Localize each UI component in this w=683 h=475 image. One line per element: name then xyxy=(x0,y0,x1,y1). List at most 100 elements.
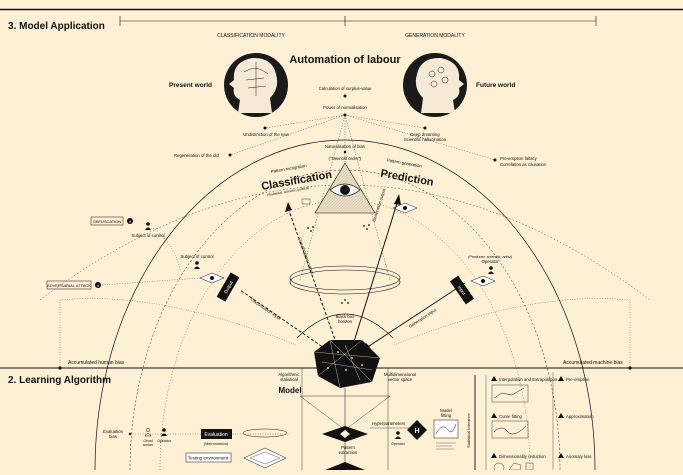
interpolation-label: Interpolation and Extrapolation xyxy=(499,377,558,382)
generation-modality-label: GENERATION MODALITY xyxy=(405,33,465,39)
normalisation-label: Power of normalisation xyxy=(323,105,367,110)
engineer-label: Operator xyxy=(391,442,406,446)
preemption-node xyxy=(493,158,497,162)
anomaly-label: Anomaly loss xyxy=(566,454,592,459)
naturalisation-label: Naturalisation of bias xyxy=(325,144,365,149)
testing-diamond-icon xyxy=(243,447,287,469)
dim-reduction-label: Dimensionality reduction xyxy=(499,454,546,459)
new-old-order-label: ("New old order") xyxy=(329,156,362,161)
output-box: Output xyxy=(216,272,240,302)
testing-environment-box xyxy=(185,452,232,463)
statistical-tolerance-label: Statistical tolerance xyxy=(466,413,471,448)
output-box-label: Output xyxy=(223,280,234,295)
prediction-title: Prediction xyxy=(379,168,434,189)
future-world-head-icon xyxy=(403,53,467,117)
adversarial-link xyxy=(101,277,201,286)
new-node xyxy=(263,126,267,130)
obfuscation-mark-icon xyxy=(127,218,133,224)
model-polyhedron-icon xyxy=(313,339,381,389)
model-fitting-chart-icon xyxy=(433,419,459,450)
machine-bias-label: Accumulated machine bias xyxy=(563,360,623,366)
dot-clusters xyxy=(307,224,370,304)
metronomics-label: (Metronomics) xyxy=(204,442,229,446)
input-box-label: Input xyxy=(457,285,467,297)
adversarial-attack-box xyxy=(46,280,92,290)
correlation-label: Correlation as causation xyxy=(500,162,547,167)
prediction-title-group: Pattern generation Prediction xyxy=(379,157,434,189)
subject-of-control-label-2: Subject of control xyxy=(180,254,213,259)
engineer-person-icon xyxy=(395,431,401,439)
small-frame-icon xyxy=(301,198,311,205)
obfuscation-mark: f xyxy=(129,219,131,224)
prediction-arrow xyxy=(351,194,401,349)
testing-environment-label: Testing environment xyxy=(188,456,229,461)
hallucination-label: Scientific hallucination xyxy=(404,137,447,142)
approximation-list-item: Approximation xyxy=(558,413,594,419)
learning-operator-icon xyxy=(161,428,167,436)
regeneration-node xyxy=(228,153,232,157)
subject-of-control-label-1: Subject of control xyxy=(131,233,164,238)
operator-person-icon xyxy=(488,266,494,274)
preemption-list-item: Pre-emption xyxy=(558,376,590,382)
classification-sub-label: (Statistical, semiotic, political) xyxy=(267,186,310,197)
right-loop-line xyxy=(393,298,631,368)
future-world-label: Future world xyxy=(476,82,515,89)
eye-lozenge-right-icon xyxy=(392,202,418,214)
machine-bias-node xyxy=(628,366,632,370)
evaluation-bias-label-1: Evaluation xyxy=(103,429,124,434)
prediction-pre-label: Pattern generation xyxy=(387,157,423,168)
human-bias-label: Accumulated human bias xyxy=(68,360,125,366)
pattern-label: Pattern xyxy=(341,445,355,450)
h-diamond-icon: H xyxy=(407,420,427,440)
evaluation-label: Evaluation xyxy=(204,432,228,438)
model-fitting-label-1: Model xyxy=(440,408,452,413)
adversarial-mark: f xyxy=(97,283,99,288)
anomaly-list-item: Anomaly loss xyxy=(558,453,592,459)
classification-input-label: Classification input xyxy=(249,297,282,322)
deep-dreaming-node xyxy=(423,126,427,130)
automation-title: Automation of labour xyxy=(289,54,401,66)
naturalisation-node xyxy=(343,150,347,154)
producer-label: (Producer, scientist, artist) xyxy=(468,255,513,259)
human-bias-node xyxy=(58,366,62,370)
operator-top-label: Operator xyxy=(482,259,500,264)
eye-lozenge-left-icon xyxy=(199,272,225,284)
extraction-label: extraction xyxy=(339,450,358,455)
vector-ellipses xyxy=(289,265,401,339)
classification-title-group: Pattern recognition Classification (Stat… xyxy=(260,163,333,197)
evaluation-bias-node xyxy=(128,432,132,436)
evaluation-box: Evaluation xyxy=(201,429,232,439)
curve-fitting-label: Curve fitting xyxy=(499,414,523,419)
h-mark: H xyxy=(414,428,419,435)
left-loop-line xyxy=(59,298,297,368)
dim-reduction-item: Dimensionality reduction xyxy=(491,453,546,474)
lower-diamond-icon xyxy=(325,462,365,470)
adversarial-mark-icon xyxy=(95,282,101,288)
surplus-value-label: Calculation of surplus-value xyxy=(319,86,372,91)
algorithmic-label: Algorithmic xyxy=(278,372,300,377)
ghost-label-1: Ghost xyxy=(143,439,152,443)
section-model-application: 3. Model Application xyxy=(8,21,105,32)
obfuscation-label: OBFUSCATION xyxy=(93,219,122,224)
statistical-label: statistical xyxy=(280,377,298,382)
operator-eye-lozenge-icon xyxy=(470,275,496,287)
funnel-upper xyxy=(299,395,391,431)
model-fitting-label-2: fitting xyxy=(441,413,452,418)
pattern-extraction-diamond-icon xyxy=(322,426,368,442)
input-box: Input xyxy=(449,275,475,305)
hyperparameters-label: Hyperparameters xyxy=(372,421,405,426)
classification-arrow xyxy=(285,202,339,349)
input-arrow-right xyxy=(359,282,466,353)
approximation-label: Approximation xyxy=(566,414,594,419)
vector-space-label: vector space xyxy=(388,377,413,382)
classification-modality-label: CLASSIFICATION MODALITY xyxy=(217,33,285,39)
preemption-label: Pre-emption xyxy=(566,377,590,382)
multidimensional-label: Multidimensional xyxy=(384,372,416,377)
subject-person-icon-2 xyxy=(194,261,200,269)
present-world-head-icon xyxy=(224,53,288,117)
classification-pre-label: Pattern recognition xyxy=(270,163,307,174)
undistinction-label: Undistinction of the new xyxy=(243,132,290,137)
testing-diamond-inner xyxy=(249,451,281,465)
ghost-worker-icon xyxy=(144,427,152,437)
